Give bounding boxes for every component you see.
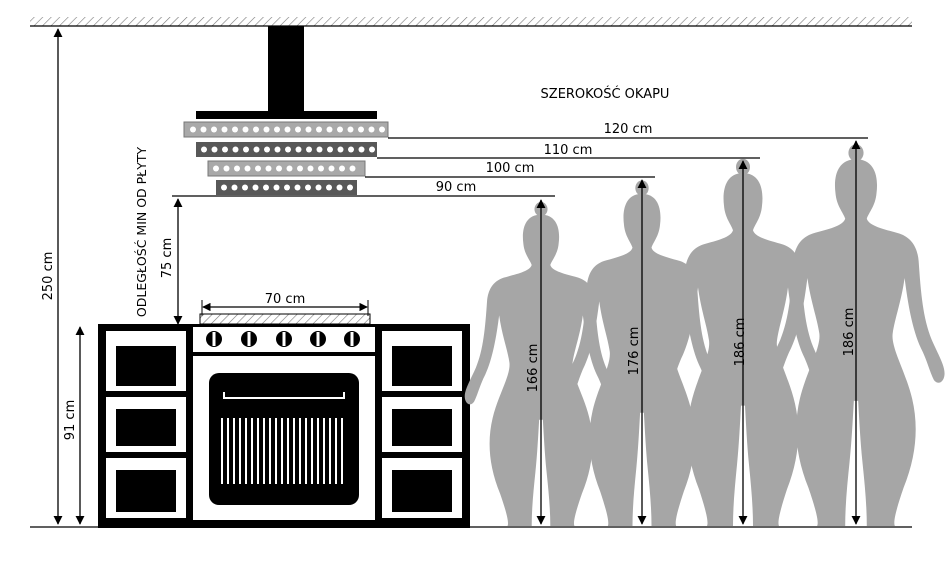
- filter-hole: [347, 126, 354, 133]
- ceiling: [30, 17, 912, 27]
- person-height-label-176: 176 cm: [627, 327, 642, 376]
- filter-hole: [348, 146, 354, 153]
- filter-hole: [295, 146, 302, 153]
- filter-hole: [358, 146, 365, 153]
- filter-hole: [253, 126, 259, 133]
- filter-hole: [305, 184, 311, 191]
- ceiling-height-label: 250 cm: [41, 252, 56, 301]
- filter-hole: [263, 184, 269, 191]
- filter-hole: [306, 146, 312, 153]
- filter-hole: [223, 165, 230, 172]
- filter-hole: [349, 165, 356, 172]
- filter-hole: [264, 146, 270, 153]
- filter-hole: [328, 165, 335, 172]
- filter-hole: [273, 184, 280, 191]
- cooktop-width-label: 70 cm: [265, 292, 306, 307]
- filter-hole: [339, 165, 345, 172]
- filter-hole: [337, 146, 344, 153]
- hood-width-title: SZEROKOŚĆ OKAPU: [541, 86, 670, 102]
- left-drawers: [106, 331, 186, 518]
- filter-hole: [326, 184, 332, 191]
- filter-hole: [315, 184, 322, 191]
- hood-width-label-90: 90 cm: [436, 180, 477, 195]
- filter-hole: [201, 146, 207, 153]
- filter-hole: [221, 126, 228, 133]
- filter-hole: [337, 126, 343, 133]
- hood-width-line-110: 110 cm: [377, 143, 760, 159]
- hood-width-label-120: 120 cm: [604, 122, 653, 137]
- height-dimension-186a: 186 cm: [733, 160, 748, 525]
- filter-hole: [295, 126, 301, 133]
- filter-hole: [316, 146, 323, 153]
- filter-hole: [265, 165, 272, 172]
- filter-hole: [200, 126, 207, 133]
- filter-hole: [253, 146, 260, 153]
- filter-hole: [232, 146, 239, 153]
- filter-hole: [243, 146, 249, 153]
- height-dimension-176: 176 cm: [627, 179, 647, 525]
- filter-hole: [232, 126, 238, 133]
- height-dimension-166: 166 cm: [526, 199, 546, 525]
- filter-hole: [274, 146, 281, 153]
- filter-hole: [244, 165, 251, 172]
- filter-hole: [213, 165, 219, 172]
- filter-hole: [263, 126, 270, 133]
- filter-hole: [358, 126, 364, 133]
- filter-hole: [284, 126, 291, 133]
- oven-door: [193, 356, 375, 520]
- filter-hole: [242, 126, 249, 133]
- filter-hole: [190, 126, 196, 133]
- filter-hole: [276, 165, 282, 172]
- hood-width-label-100: 100 cm: [486, 161, 535, 176]
- ceiling-height-dimension: 250 cm: [41, 28, 63, 525]
- filter-hole: [347, 184, 353, 191]
- counter-height-dimension: 91 cm: [63, 326, 85, 525]
- hood-width-line-90: 90 cm: [172, 180, 555, 197]
- filter-hole: [294, 184, 301, 191]
- kitchen-range: [98, 313, 470, 528]
- min-distance-dimension: 75 cm ODLEGŁOŚĆ MIN OD PŁYTY: [134, 147, 183, 325]
- person-height-label-186b: 186 cm: [842, 308, 857, 357]
- filter-hole: [316, 126, 322, 133]
- filter-hole: [326, 126, 333, 133]
- filter-hole: [318, 165, 324, 172]
- height-dimension-186b: 186 cm: [842, 140, 861, 525]
- hood-width-line-100: 100 cm: [365, 161, 655, 178]
- filter-hole: [369, 146, 375, 153]
- control-knobs: [206, 331, 360, 347]
- filter-hole: [297, 165, 303, 172]
- filter-hole: [255, 165, 261, 172]
- range-hood: [183, 26, 389, 195]
- filter-hole: [379, 126, 385, 133]
- filter-hole: [221, 184, 227, 191]
- filter-hole: [327, 146, 333, 153]
- filter-hole: [284, 184, 290, 191]
- hood-width-label-110: 110 cm: [544, 143, 593, 158]
- filter-hole: [307, 165, 314, 172]
- filter-hole: [211, 126, 217, 133]
- filter-hole: [242, 184, 248, 191]
- filter-hole: [336, 184, 343, 191]
- min-distance-caption: ODLEGŁOŚĆ MIN OD PŁYTY: [134, 147, 149, 318]
- min-distance-value: 75 cm: [160, 238, 175, 279]
- filter-hole: [234, 165, 240, 172]
- person-height-label-186a: 186 cm: [733, 318, 748, 367]
- filter-hole: [222, 146, 228, 153]
- filter-hole: [274, 126, 280, 133]
- right-drawers: [382, 331, 462, 518]
- hood-width-line-120: 120 cm: [388, 122, 868, 139]
- counter-height-label: 91 cm: [63, 400, 78, 441]
- person-height-label-166: 166 cm: [526, 344, 541, 393]
- filter-hole: [368, 126, 375, 133]
- filter-hole: [231, 184, 238, 191]
- filter-hole: [286, 165, 293, 172]
- filter-hole: [305, 126, 312, 133]
- filter-hole: [252, 184, 259, 191]
- filter-hole: [285, 146, 291, 153]
- cooktop-width-dimension: 70 cm: [201, 292, 369, 316]
- filter-hole: [211, 146, 218, 153]
